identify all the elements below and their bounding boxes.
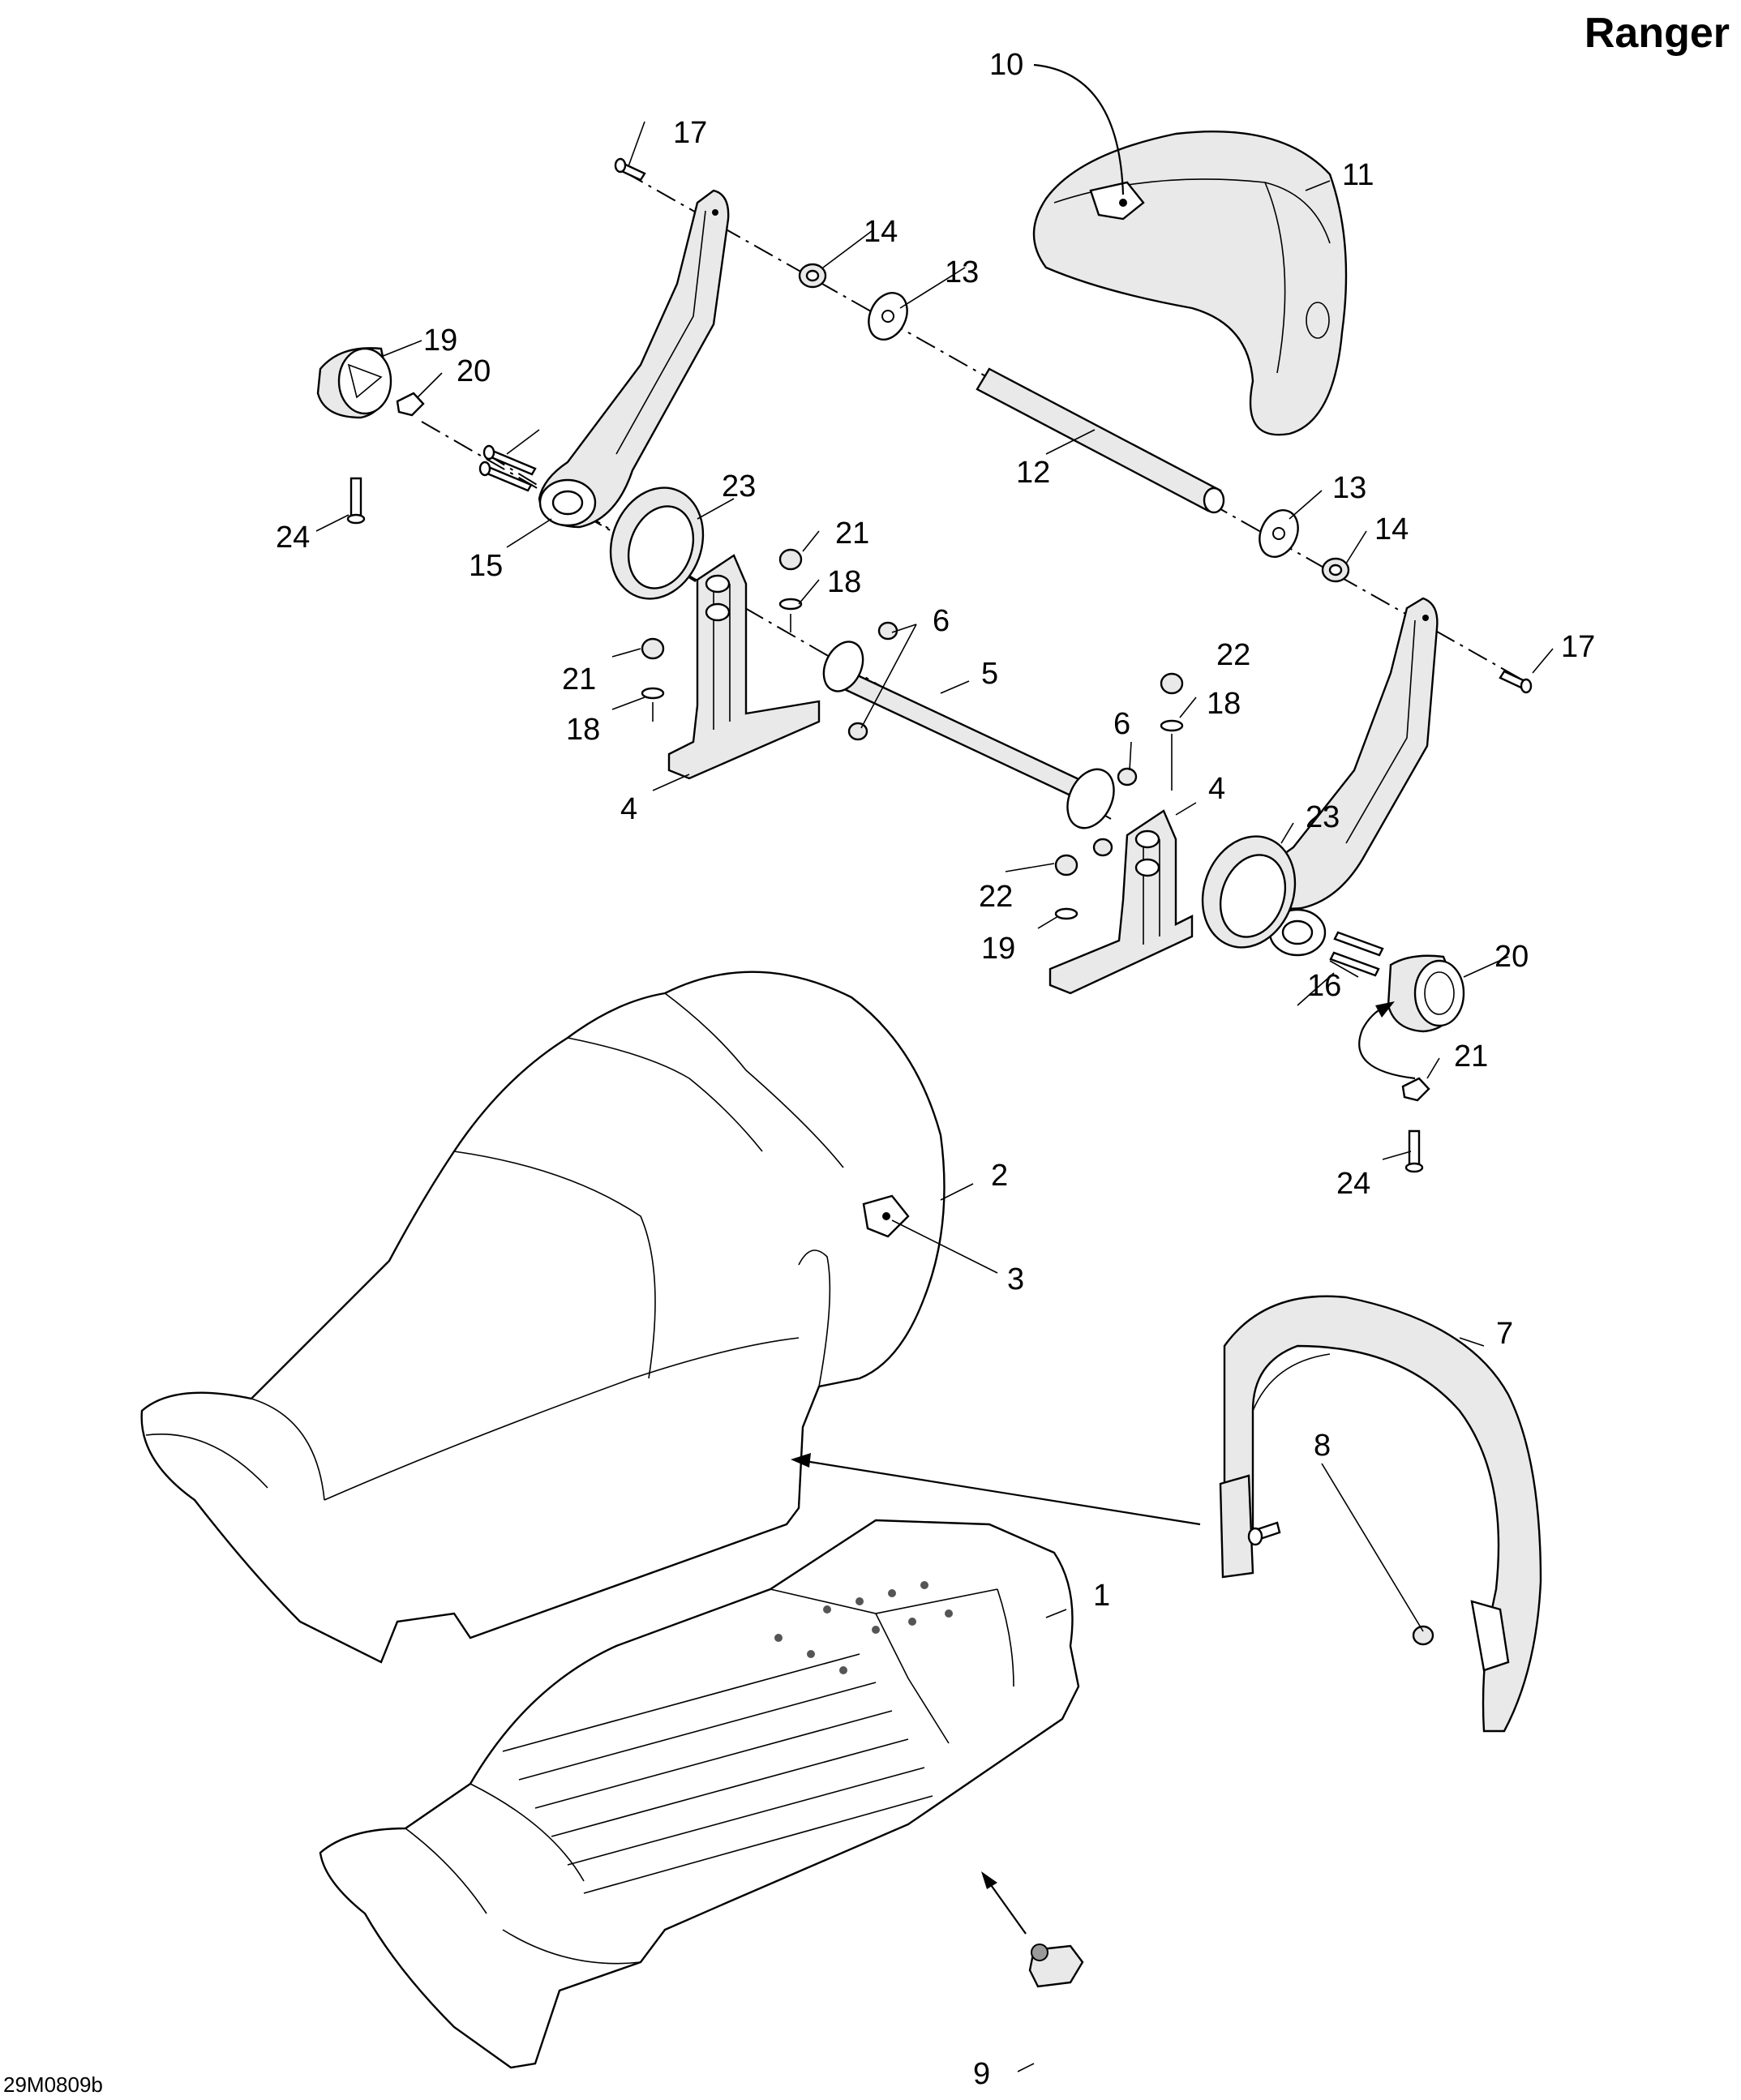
backrest-rod bbox=[976, 367, 1225, 514]
left-knob bbox=[316, 347, 392, 419]
right-support-bracket bbox=[1048, 809, 1194, 995]
callout-18: 19 bbox=[981, 932, 1015, 966]
callout-13: 13 bbox=[1332, 471, 1366, 505]
assembly-arrows bbox=[791, 63, 1416, 1935]
right-clip bbox=[1401, 1077, 1430, 1102]
page-title: Ranger bbox=[1584, 10, 1730, 57]
seat-cushion bbox=[140, 971, 946, 1664]
callout-6: 6 bbox=[933, 604, 950, 638]
left-armrest-bracket bbox=[538, 189, 730, 529]
callout-17: 17 bbox=[1561, 630, 1595, 664]
callout-12: 12 bbox=[1016, 456, 1050, 490]
seat-base bbox=[319, 1519, 1080, 2069]
callout-15: 15 bbox=[469, 549, 503, 583]
callout-3: 3 bbox=[1007, 1262, 1024, 1296]
callout-18: 18 bbox=[566, 713, 600, 747]
callout-4: 4 bbox=[1208, 772, 1225, 806]
backrest-cushion bbox=[1032, 131, 1348, 436]
callout-17: 17 bbox=[673, 116, 707, 150]
washer-right bbox=[1259, 509, 1299, 558]
callout-18: 18 bbox=[827, 565, 861, 599]
callout-21: 21 bbox=[562, 662, 596, 696]
nuts-and-washers bbox=[641, 548, 1184, 920]
callout-6: 6 bbox=[1113, 707, 1130, 741]
right-pins-pair bbox=[1329, 931, 1384, 977]
callout-21: 22 bbox=[979, 880, 1013, 914]
callout-11: 11 bbox=[1342, 158, 1374, 192]
callout-14: 14 bbox=[1374, 512, 1409, 546]
rear-trim bbox=[1219, 1295, 1542, 1733]
washer-left bbox=[868, 292, 908, 341]
bolt-top-left bbox=[614, 157, 646, 182]
callout-22: 23 bbox=[722, 469, 756, 504]
left-pin bbox=[346, 477, 366, 525]
bushing-right bbox=[1321, 557, 1350, 583]
trim-screw bbox=[1247, 1521, 1281, 1546]
callout-2: 2 bbox=[991, 1159, 1008, 1193]
right-knob bbox=[1387, 954, 1465, 1033]
left-clip bbox=[396, 392, 425, 417]
callout-19: 19 bbox=[423, 324, 457, 358]
callout-10: 10 bbox=[989, 48, 1023, 82]
callout-19: 20 bbox=[1494, 940, 1529, 974]
figure-code: 29M0809b bbox=[3, 2072, 103, 2097]
callout-18: 18 bbox=[1207, 687, 1241, 721]
callout-23: 24 bbox=[276, 521, 310, 555]
left-cover bbox=[609, 486, 705, 600]
callout-4: 4 bbox=[620, 792, 637, 826]
bushing-left bbox=[798, 263, 827, 289]
callout-21: 22 bbox=[1216, 638, 1250, 672]
callout-20: 20 bbox=[457, 354, 491, 388]
right-cover bbox=[1201, 835, 1297, 949]
callout-23: 24 bbox=[1336, 1167, 1370, 1201]
callout-5: 5 bbox=[981, 657, 998, 691]
callout-14: 14 bbox=[864, 215, 898, 249]
callout-labels: 1 2 3 4 4 5 6 6 7 8 9 10 11 12 13 13 14 … bbox=[276, 48, 1595, 2091]
trim-nut bbox=[1412, 1625, 1434, 1646]
callout-16: 16 bbox=[1307, 969, 1341, 1003]
right-pin bbox=[1404, 1129, 1424, 1173]
callout-22: 23 bbox=[1306, 800, 1340, 834]
callout-13: 13 bbox=[945, 255, 979, 289]
left-support-bracket bbox=[667, 554, 821, 780]
callout-20: 21 bbox=[1454, 1039, 1488, 1074]
seat-clip bbox=[1028, 1944, 1084, 1988]
left-pins-pair bbox=[478, 444, 537, 492]
callout-1: 1 bbox=[1093, 1579, 1110, 1613]
bolt-right bbox=[1499, 670, 1533, 694]
callout-8: 8 bbox=[1314, 1429, 1331, 1463]
pivot-shaft bbox=[822, 641, 1115, 829]
callout-7: 7 bbox=[1496, 1317, 1513, 1351]
callout-9: 9 bbox=[973, 2057, 990, 2091]
leader-lines bbox=[315, 121, 1554, 2072]
callout-21: 21 bbox=[835, 516, 869, 551]
